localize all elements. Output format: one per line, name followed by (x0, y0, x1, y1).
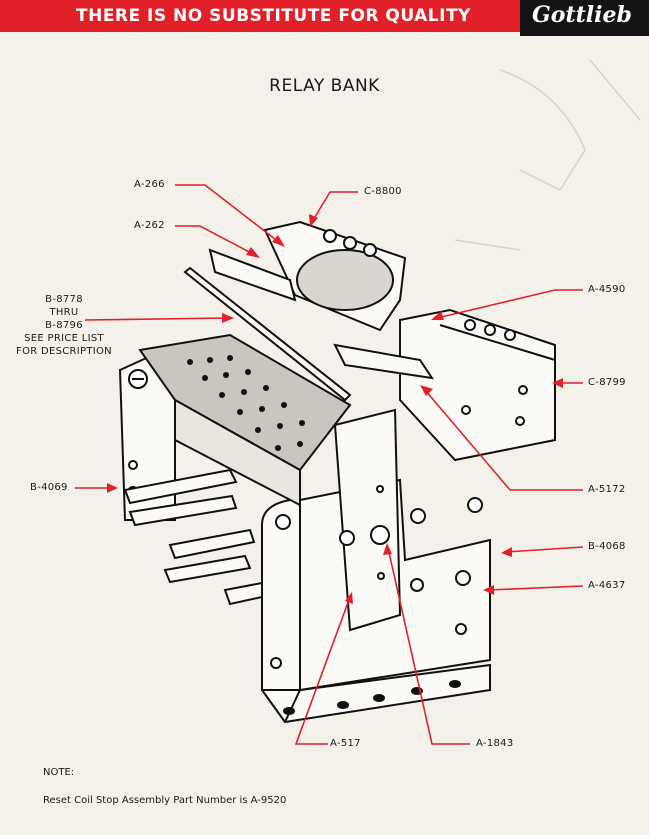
arrow-a266 (272, 235, 285, 247)
contact-fingers (123, 468, 263, 606)
leader-a517 (294, 596, 351, 745)
callout-b8778-line3: B-8796 (45, 320, 83, 331)
callout-a517: A-517 (330, 738, 361, 749)
front-post (275, 408, 402, 632)
lower-coil (333, 308, 556, 462)
background-bleed-through (454, 59, 641, 251)
header-banner: THERE IS NO SUBSTITUTE FOR QUALITY (0, 0, 520, 32)
arrow-c8799 (552, 378, 563, 388)
note-label: NOTE: (43, 767, 75, 778)
side-plate-left (118, 343, 176, 521)
arrow-b8778 (222, 313, 234, 323)
arrow-a517 (345, 592, 353, 604)
callout-b8778-line4: SEE PRICE LIST (24, 333, 104, 344)
header-slogan: THERE IS NO SUBSTITUTE FOR QUALITY (76, 6, 471, 26)
leader-c8800 (311, 191, 358, 223)
upper-coil (208, 220, 407, 332)
arrow-c8800 (309, 214, 318, 227)
leader-a5172 (424, 389, 583, 491)
callout-a266: A-266 (134, 179, 165, 190)
callout-a1843: A-1843 (476, 738, 514, 749)
brand-logo: Gottlieb (520, 0, 649, 36)
adjustment-screws (410, 508, 471, 592)
callout-b8778-line5: FOR DESCRIPTION (16, 346, 112, 357)
callout-b4068: B-4068 (588, 541, 626, 552)
leader-b4068 (505, 546, 584, 553)
callout-c8800: C-8800 (364, 186, 402, 197)
callout-b8778-line1: B-8778 (45, 294, 83, 305)
leader-a266 (175, 184, 281, 244)
arrow-a5172 (420, 385, 433, 396)
arrow-b4069 (107, 483, 118, 493)
callout-a5172: A-5172 (588, 484, 626, 495)
leader-a4637 (487, 585, 584, 591)
leader-a1843 (387, 547, 470, 745)
support-rod (183, 266, 352, 402)
callout-b8778-line2: THRU (49, 307, 79, 318)
leader-b8778 (84, 317, 229, 321)
arrow-a262 (246, 247, 260, 258)
arrow-a1843 (383, 543, 392, 555)
arrow-a4637 (483, 585, 494, 595)
relay-deck (138, 333, 352, 507)
callout-a262: A-262 (134, 220, 165, 231)
note-text: Reset Coil Stop Assembly Part Number is … (43, 795, 287, 806)
arrow-a4590 (431, 311, 444, 320)
callout-c8799: C-8799 (588, 377, 626, 388)
callout-b4069: B-4069 (30, 482, 68, 493)
callout-a4637: A-4637 (588, 580, 626, 591)
arrow-b4068 (501, 547, 512, 557)
leader-a262 (175, 225, 256, 256)
page-title: RELAY BANK (269, 76, 380, 96)
callout-b8778-block: B-8778 THRU B-8796 SEE PRICE LIST FOR DE… (8, 293, 120, 358)
brand-logo-text: Gottlieb (532, 2, 632, 28)
callout-a4590: A-4590 (588, 284, 626, 295)
leader-a4590 (436, 289, 583, 319)
